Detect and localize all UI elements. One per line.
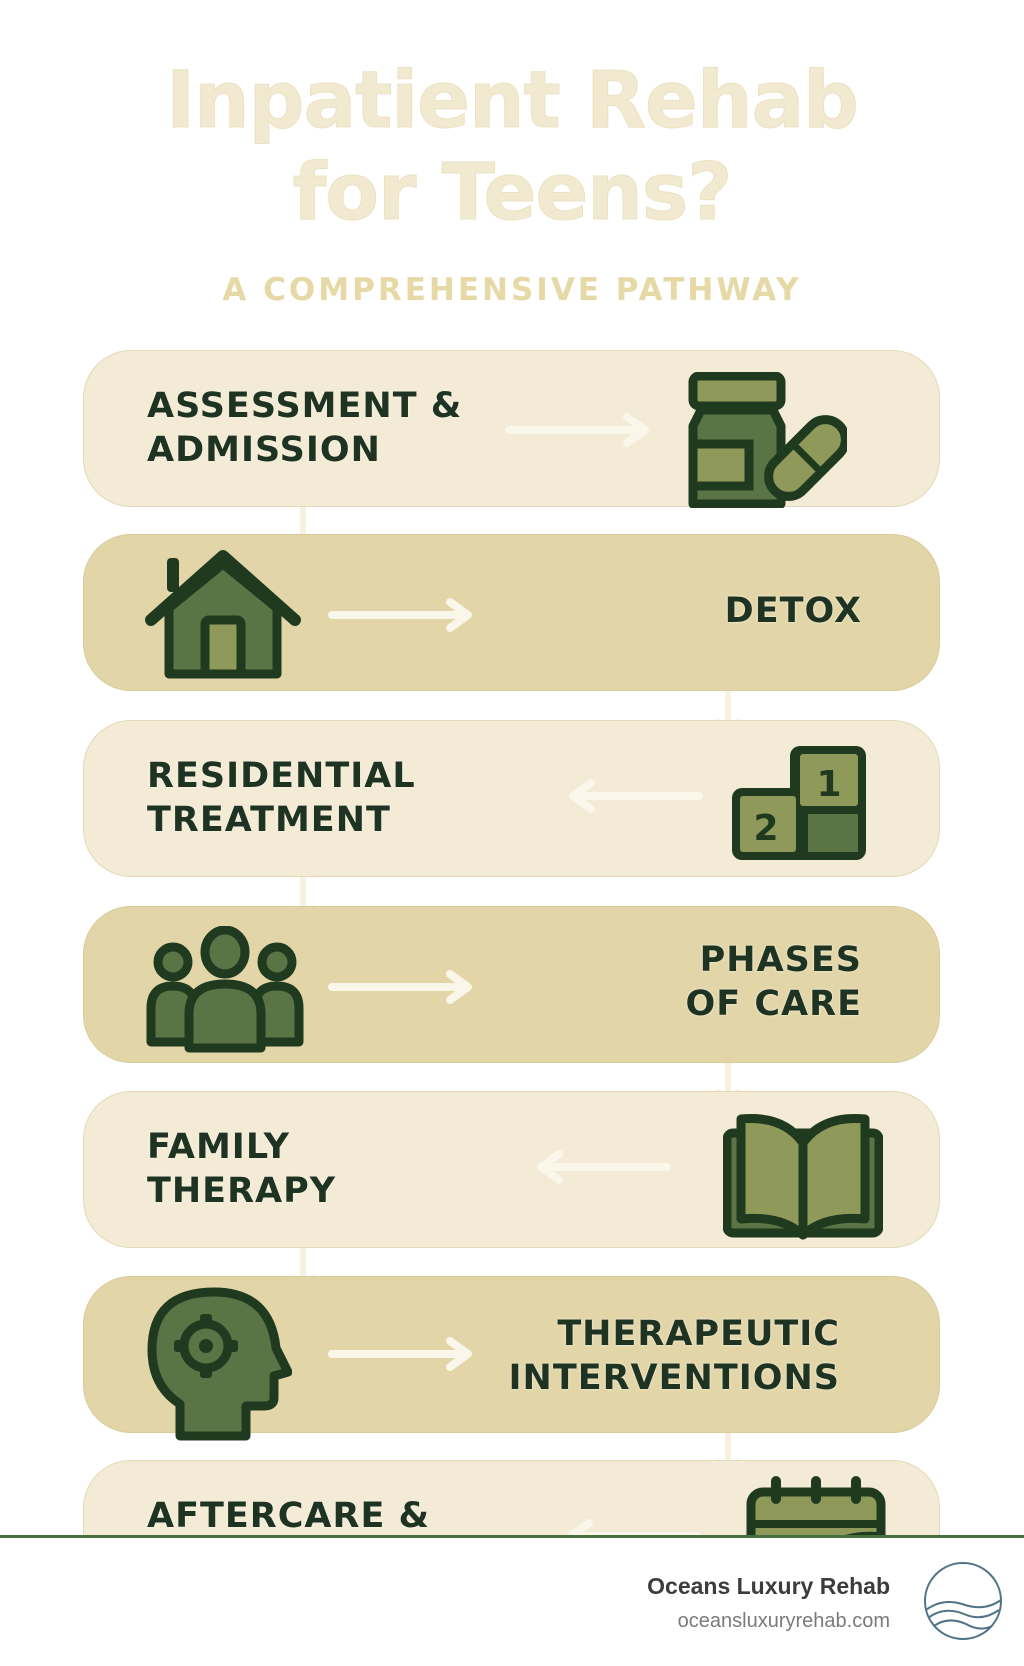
group-icon [146,926,304,1053]
podium-icon: 1 2 [732,746,866,860]
right-arrow-icon [505,413,649,447]
open-book-icon [723,1114,883,1240]
step-label: FAMILY THERAPY [147,1125,336,1213]
house-icon [145,550,301,679]
title-line-1: Inpatient Rehab [166,56,860,147]
step-card-assessment: ASSESSMENT & ADMISSION [83,350,940,508]
step-card-detox: DETOX [83,534,940,691]
step-label: DETOX [725,589,862,633]
left-arrow-icon [569,779,703,813]
right-arrow-icon [328,1337,472,1371]
step-label-line-1: RESIDENTIAL [147,756,416,796]
step-label-line-2: THERAPY [147,1171,337,1211]
step-label-line-1: DETOX [724,591,862,631]
ocean-wave-logo-icon [924,1562,1002,1640]
step-label: THERAPEUTIC INTERVENTIONS [509,1312,841,1400]
brand-website[interactable]: oceansluxuryrehab.com [677,1610,890,1632]
step-label-line-1: THERAPEUTIC [557,1314,840,1354]
footer: Oceans Luxury Rehab oceansluxuryrehab.co… [0,1538,1024,1666]
podium-number-1: 1 [816,764,841,805]
step-label-line-1: FAMILY [147,1127,291,1167]
step-card-residential: RESIDENTIAL TREATMENT 1 2 [83,720,940,877]
step-label: RESIDENTIAL TREATMENT [147,754,416,842]
step-label-line-2: INTERVENTIONS [508,1358,840,1398]
page-title: Inpatient Rehab for Teens? [0,55,1024,239]
step-label-line-2: ADMISSION [147,430,381,470]
step-label: ASSESSMENT & ADMISSION [147,384,462,472]
footer-divider [0,1535,1024,1538]
title-line-2: for Teens? [292,148,733,239]
step-label-line-2: OF CARE [685,984,862,1024]
left-arrow-icon [537,1150,671,1184]
right-arrow-icon [328,598,472,632]
step-label-line-1: AFTERCARE & [147,1496,431,1536]
step-card-family-therapy: FAMILY THERAPY [83,1091,940,1248]
step-label-line-1: PHASES [699,940,862,980]
page-subtitle: A COMPREHENSIVE PATHWAY [222,272,802,308]
step-card-phases: PHASES OF CARE [83,906,940,1063]
brand-name: Oceans Luxury Rehab [647,1573,890,1599]
step-label: AFTERCARE & [147,1494,430,1538]
step-label-line-1: ASSESSMENT & [147,386,463,426]
right-arrow-icon [328,970,472,1004]
pill-bottle-icon [688,372,847,508]
head-gear-icon [147,1287,292,1441]
podium-number-2: 2 [753,808,778,849]
step-label-line-2: TREATMENT [147,800,391,840]
step-label: PHASES OF CARE [686,938,862,1026]
